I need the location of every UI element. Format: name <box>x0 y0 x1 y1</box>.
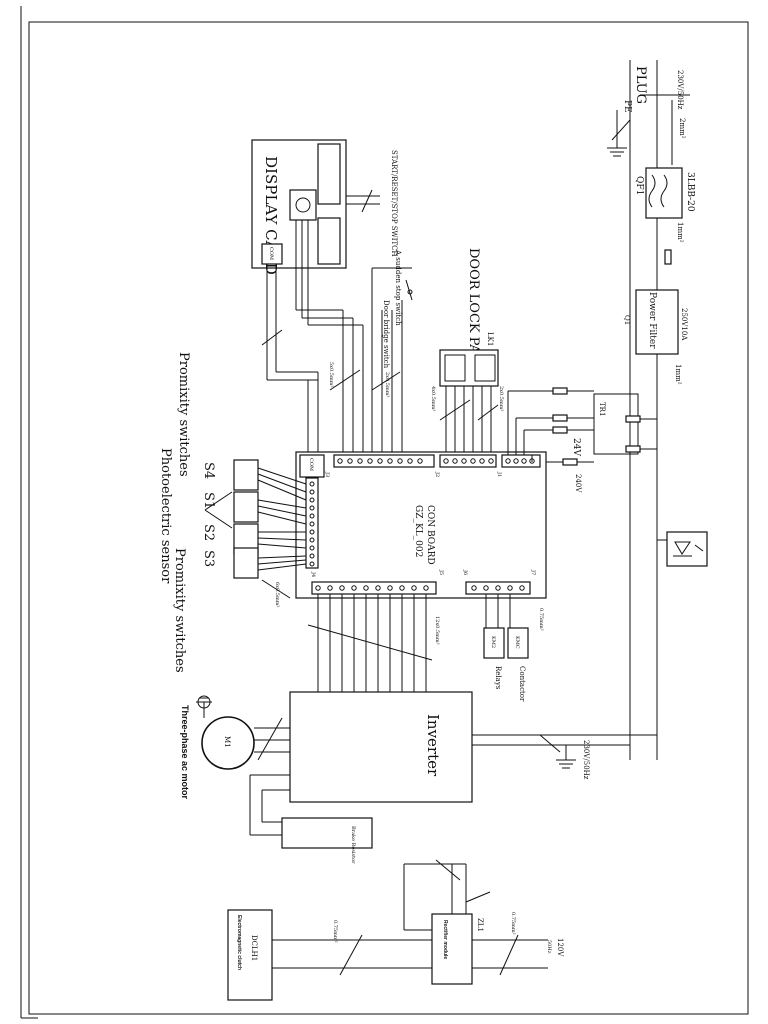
breaker-model: 3LBB-20 <box>685 172 695 212</box>
wire-label-4x05: 4x0.5mm² <box>430 386 436 411</box>
connector-j2: J2 <box>434 471 440 477</box>
wire-label-12x05: 12x0.5mm² <box>434 616 440 645</box>
board-sub: CON BOARD <box>425 505 435 565</box>
connector-j1: J1 <box>496 471 502 477</box>
wire-label-5x05: 5x0.5mm² <box>328 362 334 387</box>
board-name: GZ_KL_002 <box>413 505 423 557</box>
connector-j7: J7 <box>530 569 536 575</box>
sensor-s1: S1 <box>201 492 216 509</box>
clutch-id: DCLH1 <box>250 935 258 961</box>
electromagnetic-clutch: DCLH1 Electromagnetic clutch 0.75mm² <box>227 909 432 1001</box>
motor-id: M1 <box>223 736 231 748</box>
control-board: COM GZ_KL_002 CON BOARD J3 J2 J1 J4 J5 J… <box>295 451 547 599</box>
relay-km2: KM2 <box>490 636 496 648</box>
wire-label-1mm-b: 1mm² <box>674 364 682 385</box>
hz50-label: 50Hz <box>546 940 552 954</box>
mains-top-label: 230V/50Hz <box>676 70 684 110</box>
wire-label-075-c: 0.75mm² <box>332 920 338 943</box>
wire-label-2x05-b: 2x0.5mm² <box>498 386 504 411</box>
sensor-s3: S3 <box>201 550 216 567</box>
sensors: 6x0.5mm² S4 S1 S2 S3 Promixity switches … <box>158 352 307 673</box>
door-lock-id: LK1 <box>486 332 494 346</box>
mains-bottom-label: 230V/50Hz <box>582 740 590 780</box>
v120-label: 120V <box>556 938 564 957</box>
proximity-bottom-label: Promixity switches <box>172 548 187 673</box>
proximity-top-label: Promixity switches <box>176 352 191 477</box>
brake-resistor: Brake Resistor <box>249 774 373 864</box>
wire-label-6x05: 6x0.5mm² <box>274 582 280 607</box>
wire-label-075-a: 0.75mm² <box>538 608 544 631</box>
door-lock: DOOR LOCK PART LK1 4x0.5mm² 2x0.5mm² <box>430 248 504 455</box>
wire-label-2x05-a: 2x0.5mm² <box>384 372 390 397</box>
sheet-frame <box>28 21 749 1015</box>
breaker-qf1: QF1 3LBB-20 1mm² <box>634 167 695 265</box>
inverter-control-cable: 12x0.5mm² <box>307 594 440 692</box>
plug-label: PLUG <box>633 66 648 104</box>
motor-caption: Three-phase ac motor <box>180 705 190 800</box>
wire-label-1mm-a: 1mm² <box>676 222 684 243</box>
filter-id: Q1 <box>623 315 631 325</box>
transformer-label: TR1 <box>598 402 606 416</box>
start-switch-label: START/RESET/STOP SWITCH <box>390 150 398 257</box>
power-filter-label: Power Filter <box>647 292 657 349</box>
connector-j4: J4 <box>310 571 316 577</box>
wire-label-075-b: 0.75mm² <box>510 912 516 935</box>
rectifier-id: ZL1 <box>476 918 484 932</box>
emergency-stop: A sudden stop switch Door bridge switch <box>371 249 413 369</box>
relay-kmc: KMC <box>514 636 520 649</box>
sensor-s2: S2 <box>201 524 216 541</box>
v240-label: 240V <box>574 474 582 493</box>
wire-label-2mm: 2mm² <box>678 118 686 139</box>
supply-to-board <box>507 390 553 462</box>
filter-rating: 250V10A <box>680 308 688 341</box>
connector-j6: J6 <box>462 569 468 575</box>
contactor-label: Contactor <box>518 666 526 702</box>
clutch-caption: Electromagnetic clutch <box>236 915 242 970</box>
relays: KM2 KMC Relays Contactor 0.75mm² <box>483 594 544 702</box>
breaker-id: QF1 <box>634 176 644 195</box>
inverter: Inverter 230V/50Hz <box>289 691 658 803</box>
relays-label: Relays <box>494 666 502 690</box>
pe-label: PE <box>622 100 632 113</box>
brake-unit-label: Brake Resistor <box>350 826 356 864</box>
com-label: COM <box>268 247 274 260</box>
display-cables: 5x0.5mm² 2x0.5mm² <box>261 220 403 455</box>
connector-j5: J5 <box>438 569 444 575</box>
supply-fuses: 24V 240V <box>540 387 594 493</box>
connector-j3: J3 <box>324 471 330 477</box>
board-com: COM <box>308 458 314 471</box>
sensor-s4: S4 <box>201 462 216 479</box>
stop-switch-label: A sudden stop switch <box>394 249 402 326</box>
motor: M1 Three-phase ac motor <box>180 695 290 800</box>
photo-coupler <box>657 531 708 567</box>
rectifier-label: Rectifier module <box>442 920 448 959</box>
mains-input: PLUG 230V/50Hz PE 2mm² <box>607 60 690 760</box>
display-card: DISPLAY CARD COM START/RESET/STOP SWITCH <box>251 139 398 275</box>
photoelectric-label: Photoelectric sensor <box>158 448 173 584</box>
rectifier-module: Rectifier module ZL1 0.75mm² 120V 50Hz <box>403 859 564 985</box>
inverter-label: Inverter <box>424 714 442 777</box>
door-lock-label: DOOR LOCK PART <box>466 248 481 372</box>
power-filter: Power Filter Q1 250V10A 1mm² <box>623 289 688 385</box>
v24-label: 24V <box>571 438 581 456</box>
transformer-tr1: TR1 <box>593 393 657 455</box>
door-bridge-label: Door bridge switch <box>382 300 390 369</box>
